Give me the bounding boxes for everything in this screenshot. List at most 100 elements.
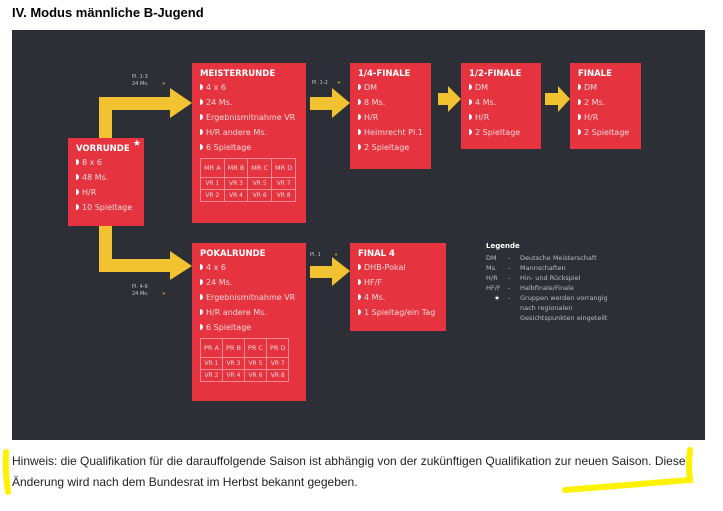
legend-k: Ms. <box>486 264 498 272</box>
table-cell: MR A <box>200 158 225 178</box>
box-title: MEISTERRUNDE <box>200 69 276 79</box>
legend-k: DM <box>486 254 497 262</box>
table-cell: VR 7 <box>265 357 290 370</box>
table-cell: VR 6 <box>243 369 267 382</box>
legend-d: - <box>508 294 511 302</box>
box-item: 8 x 6 <box>76 158 136 167</box>
table-cell: VR 4 <box>221 369 245 382</box>
arrow-to-final4 <box>310 257 350 286</box>
table-cell: PR B <box>221 338 245 358</box>
table-cell: VR 5 <box>247 177 273 190</box>
box-item: 6 Spieltage <box>200 143 298 152</box>
box-item: HF/F <box>358 278 438 287</box>
box-item: DM <box>469 83 533 92</box>
page-title: IV. Modus männliche B-Jugend <box>12 5 204 20</box>
label-pl-1: Pl. 1 » <box>310 252 338 258</box>
legend-v: Gruppen werden vorrangig nach regionalen… <box>520 294 608 322</box>
box-item: 4 Ms. <box>358 293 438 302</box>
box-item: H/R andere Ms. <box>200 308 298 317</box>
legend-d: - <box>508 274 511 282</box>
arrow-to-viertel <box>310 88 350 118</box>
box-item: H/R <box>76 188 136 197</box>
legend-k: HF/F <box>486 284 501 292</box>
box-title: POKALRUNDE <box>200 249 266 259</box>
table-cell: PR D <box>265 338 290 358</box>
box-item: H/R <box>358 113 423 122</box>
table-cell: VR 2 <box>200 189 225 202</box>
box-item: H/R andere Ms. <box>200 128 298 137</box>
legend-row: DM - Deutsche Meisterschaft <box>486 253 620 263</box>
box-item: H/R <box>578 113 633 122</box>
table-cell: VR 3 <box>223 177 249 190</box>
box-meisterrunde: MEISTERRUNDE 4 x 6 24 Ms. Ergebnismitnahme … <box>192 63 306 223</box>
arrow-to-meisterrunde <box>99 88 192 138</box>
box-finale: FINALE DM 2 Ms. H/R 2 Spieltage <box>570 63 641 149</box>
legend-d: - <box>508 264 511 272</box>
table-cell: VR 8 <box>265 369 290 382</box>
table-cell: PR C <box>243 338 267 358</box>
legend-d: - <box>508 254 511 262</box>
box-title: VORRUNDE <box>76 144 130 154</box>
legend-v: Deutsche Meisterschaft <box>520 254 597 262</box>
legend-row: HF/F- Halbfinale/Finale <box>486 283 620 293</box>
box-item: DM <box>358 83 423 92</box>
box-title: 1/4-FINALE <box>358 69 411 79</box>
legend-row: ★-Gruppen werden vorrangig nach regional… <box>486 293 620 323</box>
table-cell: MR C <box>247 158 273 178</box>
arrow-to-pokalrunde <box>99 225 192 280</box>
table-cell: VR 1 <box>200 177 225 190</box>
box-item: DM <box>578 83 633 92</box>
box-item: 24 Ms. <box>200 98 298 107</box>
box-title: FINAL 4 <box>358 249 395 259</box>
table-cell: VR 3 <box>221 357 245 370</box>
box-item: 1 Spieltag/ein Tag <box>358 308 438 317</box>
table-cell: VR 4 <box>223 189 249 202</box>
box-title: 1/2-FINALE <box>469 69 522 79</box>
box-item: 4 x 6 <box>200 83 298 92</box>
table-cell: VR 6 <box>247 189 273 202</box>
box-item: Ergebnismitnahme VR <box>200 293 298 302</box>
box-item: H/R <box>469 113 533 122</box>
legend-d: - <box>508 284 511 292</box>
table-cell: MR D <box>271 158 297 178</box>
box-item: 8 Ms. <box>358 98 423 107</box>
label-pl-1-2: Pl. 1-2 » <box>312 80 341 86</box>
table-cell: VR 7 <box>271 177 297 190</box>
box-item: Ergebnismitnahme VR <box>200 113 298 122</box>
legend-v: Mannschaften <box>520 264 566 272</box>
legend-row: H/R-Hin- und Rückspiel <box>486 273 620 283</box>
box-item: 48 Ms. <box>76 173 136 182</box>
legend-k: H/R <box>486 274 498 282</box>
box-item: 4 x 6 <box>200 263 298 272</box>
table-cell: VR 2 <box>200 369 223 382</box>
box-item: 6 Spieltage <box>200 323 298 332</box>
box-item: DHB-Pokal <box>358 263 438 272</box>
table-cell: VR 1 <box>200 357 223 370</box>
table-cell: VR 8 <box>271 189 297 202</box>
box-item: 2 Spieltage <box>578 128 633 137</box>
box-title: FINALE <box>578 69 612 79</box>
legend-v: Halbfinale/Finale <box>520 284 574 292</box>
box-item: 2 Spieltage <box>358 143 423 152</box>
hint-text: Hinweis: die Qualifikation für die darau… <box>12 454 686 489</box>
star-icon: ★ <box>132 139 141 149</box>
box-item: 2 Spieltage <box>469 128 533 137</box>
table-cell: VR 5 <box>243 357 267 370</box>
arrow-to-finale <box>545 86 570 112</box>
box-item: 2 Ms. <box>578 98 633 107</box>
